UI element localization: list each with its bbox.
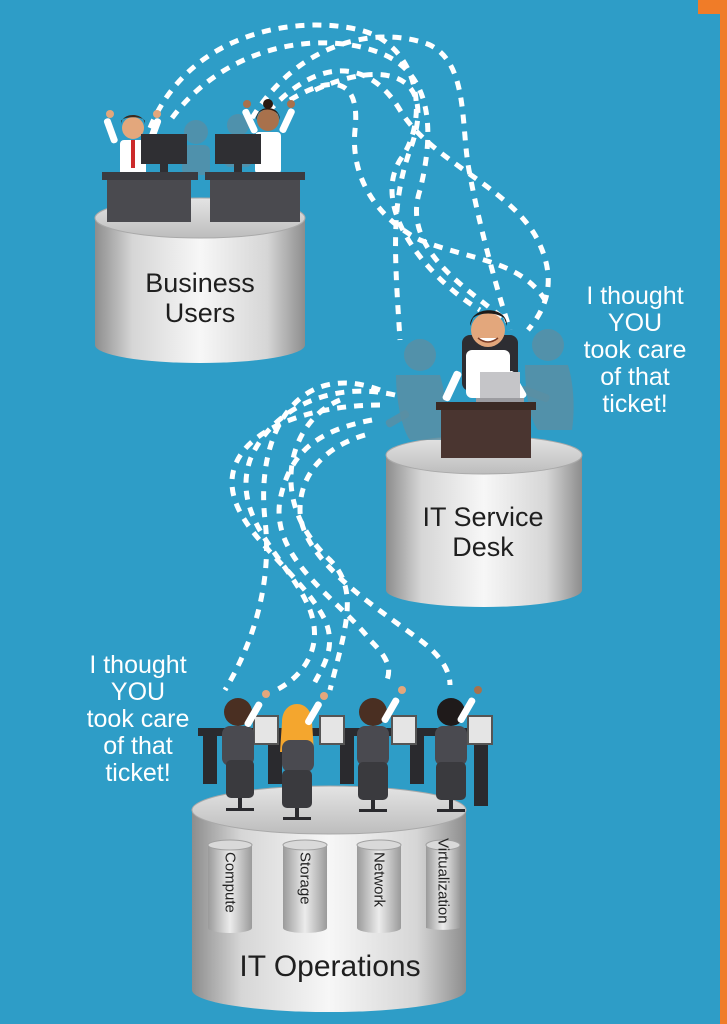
quote-line: YOU <box>607 309 663 337</box>
quote-line: of that <box>103 732 173 760</box>
quote-line: I thought <box>586 282 684 310</box>
quote-line: took care <box>583 336 687 364</box>
tangled-dotted-lines <box>147 22 551 695</box>
quote-line: I thought <box>89 651 187 679</box>
quote-line: ticket! <box>602 390 668 418</box>
operations-quote: I thought YOU took care of that ticket! <box>73 652 203 787</box>
operations-label-text: IT Operations <box>239 950 421 983</box>
business-users-label: Business Users <box>130 268 270 328</box>
quote-line: ticket! <box>105 759 171 787</box>
quote-line: of that <box>600 363 670 391</box>
operations-team-scene <box>198 686 493 820</box>
service-desk-cylinder <box>385 435 583 607</box>
service-desk-quote: I thought YOU took care of that ticket! <box>570 283 700 418</box>
quote-line: YOU <box>110 678 166 706</box>
quote-line: took care <box>86 705 190 733</box>
silo-cylinders <box>207 839 461 933</box>
orange-corner <box>698 0 727 14</box>
business-users-scene <box>102 99 305 222</box>
silo-label-virtualization: Virtualization <box>434 838 452 924</box>
silo-label-network: Network <box>370 852 388 908</box>
business-users-line1: Business <box>145 268 255 298</box>
orange-border <box>720 0 727 1024</box>
operations-label: IT Operations <box>200 950 460 984</box>
silo-label-storage: Storage <box>296 852 314 905</box>
service-desk-label: IT Service Desk <box>408 502 558 562</box>
service-desk-line1: IT Service <box>422 502 544 532</box>
business-users-line2: Users <box>164 298 236 329</box>
service-desk-scene <box>385 310 574 458</box>
service-desk-line2: Desk <box>452 532 514 563</box>
silo-label-compute: Compute <box>221 852 239 913</box>
